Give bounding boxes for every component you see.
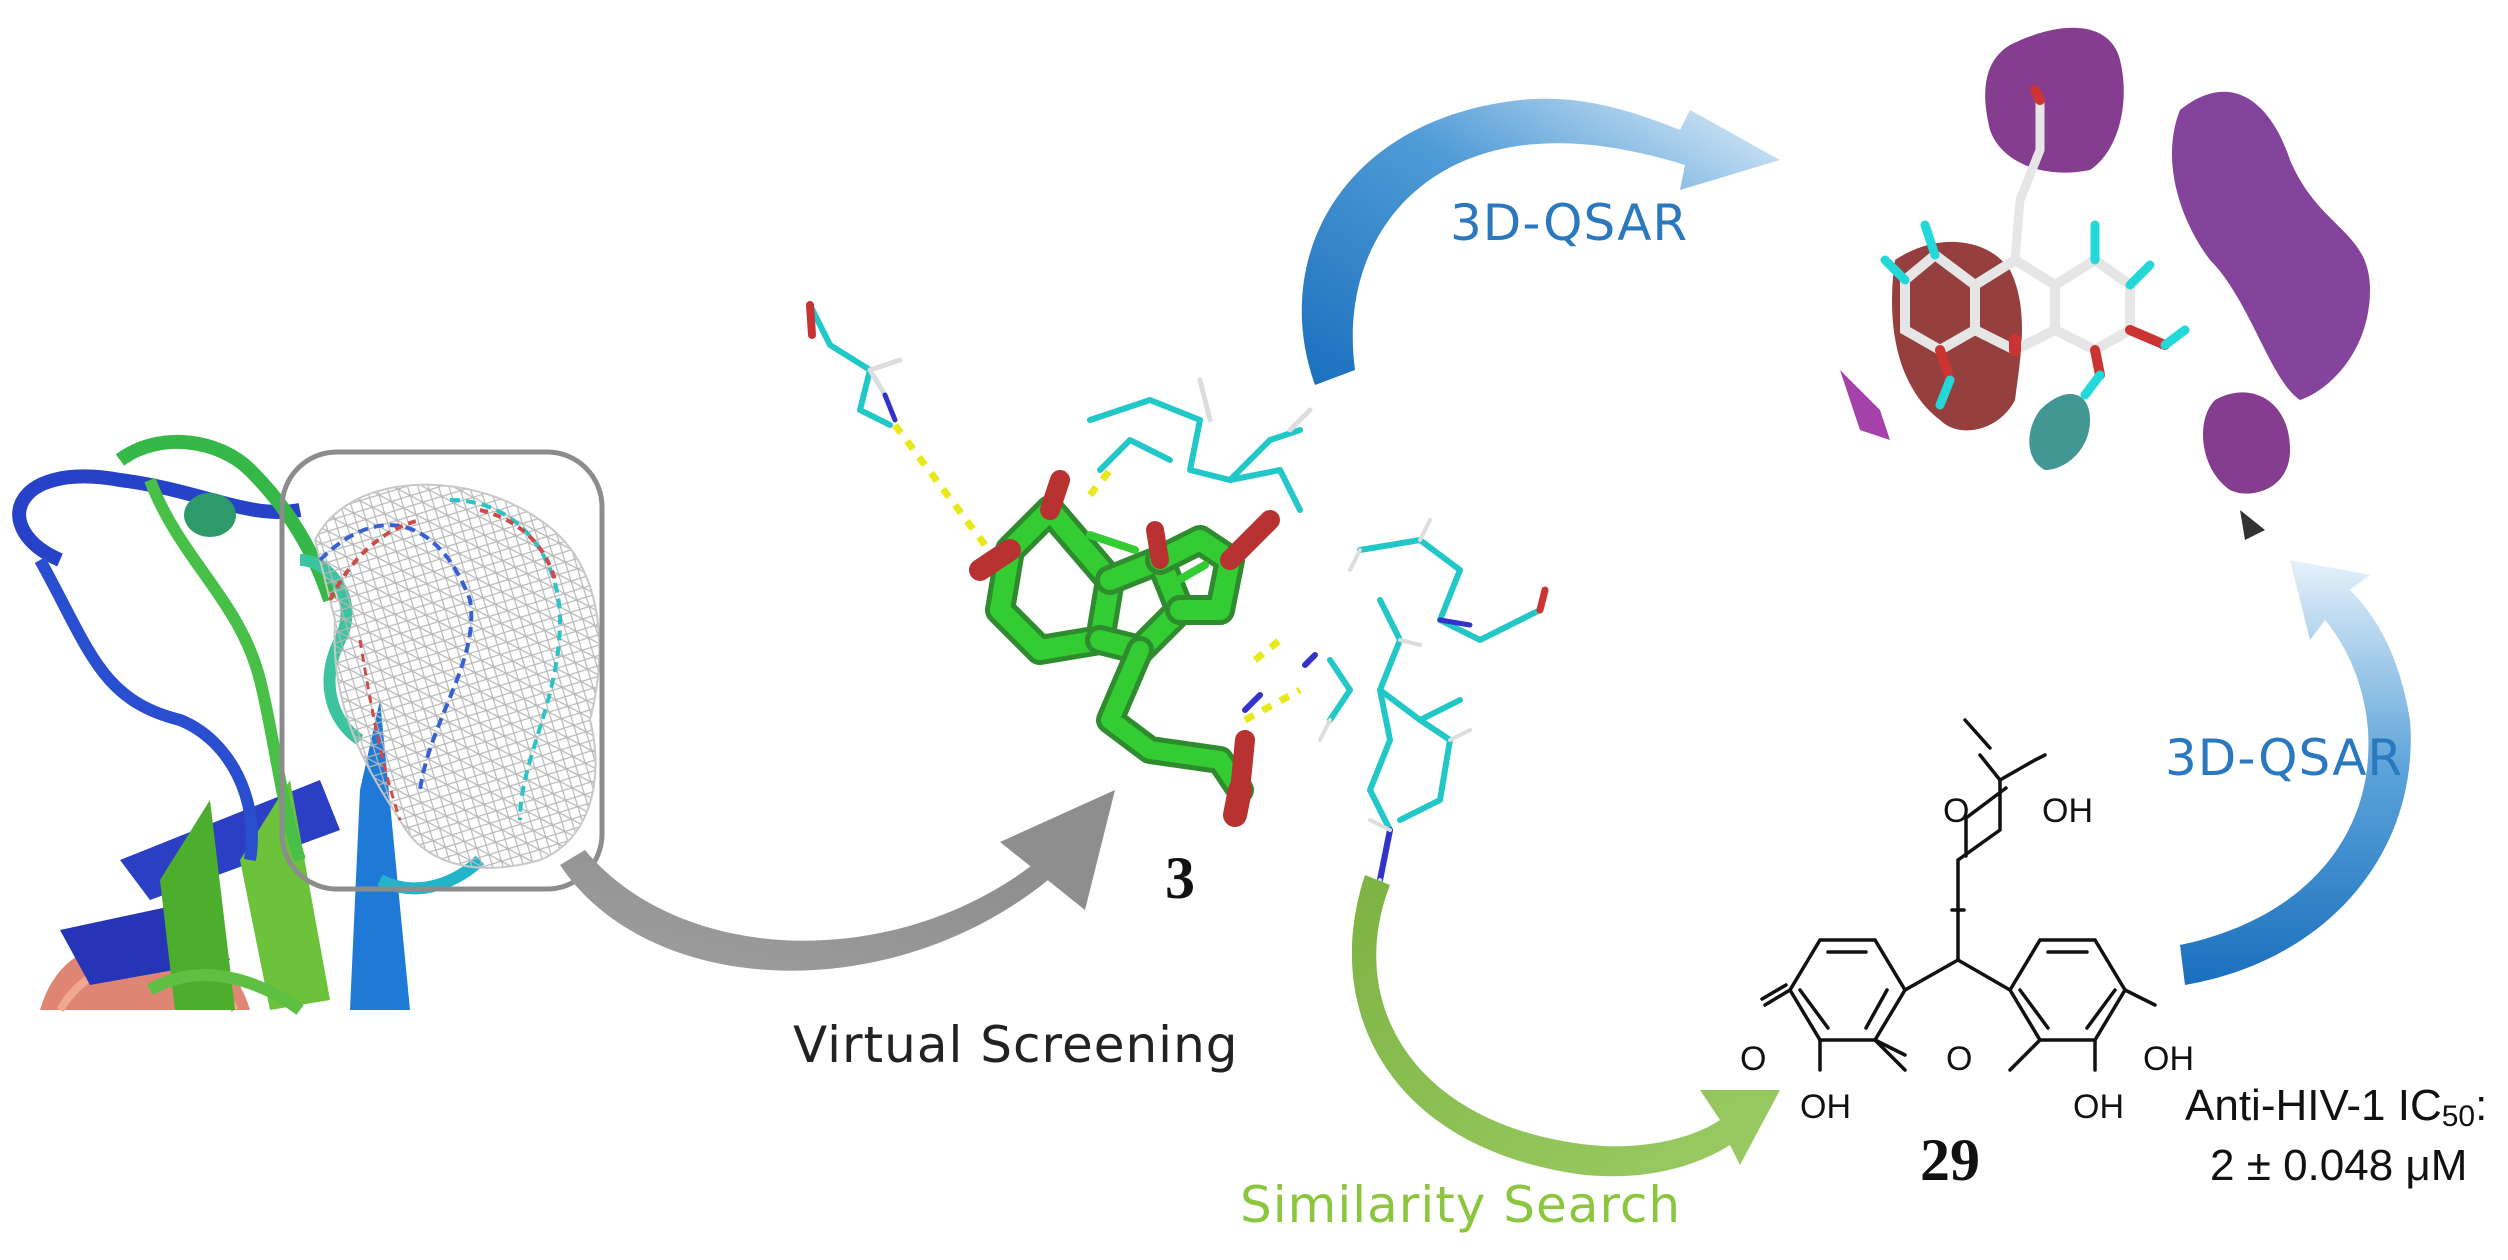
atom-oh-right: OH [2143,1040,2194,1078]
activity-subscript: 50 [2442,1100,2475,1133]
compound-29-atom-labels: O OH O O OH OH OH [1740,792,2194,1126]
similarity-search-label: Similarity Search [1240,1176,1681,1234]
similarity-search-arrow [1351,875,1780,1177]
compound-29-structure [1760,718,2157,1072]
qsar-label-right: 3D-QSAR [2165,729,2403,787]
qsar-arrow-right [2180,560,2411,985]
atom-carbonyl-o: O [1943,792,1969,830]
qsar-label-top: 3D-QSAR [1450,194,1688,252]
docked-ligand-complex [806,301,1549,902]
atom-oh-left: OH [1800,1088,1851,1126]
atom-oh-mid: OH [2073,1088,2124,1126]
atom-acid-oh: OH [2042,792,2093,830]
atom-ketone-o: O [1740,1040,1766,1078]
activity-label: Anti-HIV-1 IC50: [2185,1081,2487,1133]
protein-structure [12,434,605,1015]
activity-colon: : [2475,1081,2487,1130]
virtual-screening-label: Virtual Screening [793,1016,1239,1074]
atom-ring-o: O [1946,1040,1972,1078]
virtual-screening-arrow [560,790,1115,971]
qsar-contour-map [1840,27,2370,540]
activity-prefix: Anti-HIV-1 IC [2185,1081,2442,1130]
compound-3-number: 3 [1165,845,1195,911]
compound-29-number: 29 [1920,1127,1980,1193]
binding-pocket-box [279,449,605,892]
qsar-arrow-top [1301,98,1780,385]
activity-value: 2 ± 0.048 μM [2210,1141,2467,1190]
